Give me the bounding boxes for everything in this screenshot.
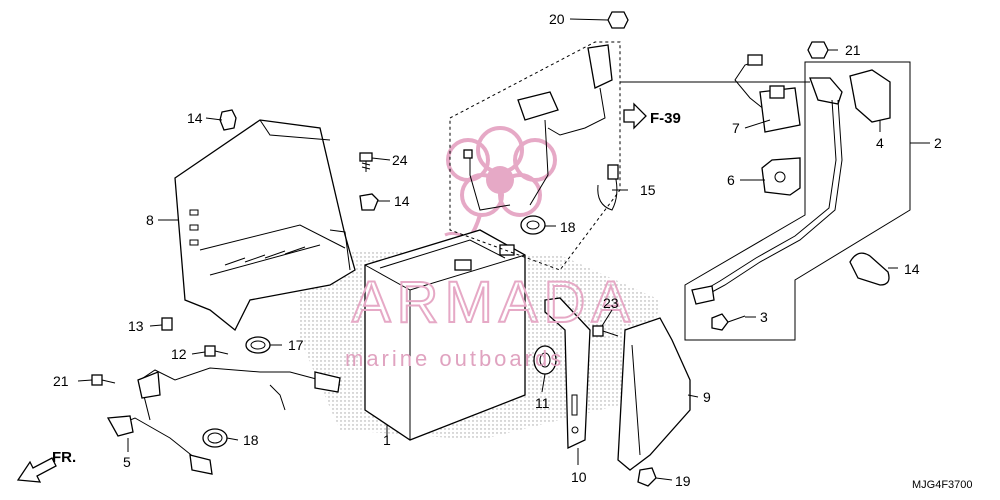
callout-12: 12 — [171, 346, 187, 362]
ground-wire — [106, 367, 341, 475]
callout-9: 9 — [703, 389, 711, 405]
clip-14-middle — [359, 193, 379, 211]
bolt-23 — [592, 325, 619, 337]
bolt-22 — [91, 374, 116, 386]
starter-relay — [734, 54, 801, 133]
cushion-11 — [533, 345, 557, 375]
band-17 — [245, 336, 271, 354]
callout-18: 18 — [243, 432, 259, 448]
nut-13 — [161, 317, 173, 331]
callout-17: 17 — [288, 337, 304, 353]
watermark-brand: ARMADA — [352, 270, 636, 335]
callout-4: 4 — [876, 135, 884, 151]
battery — [364, 229, 526, 441]
band-18 — [202, 428, 228, 448]
band-15 — [849, 252, 890, 286]
nut-21-right — [807, 41, 829, 59]
stay-bracket — [544, 297, 591, 450]
relay-cover — [761, 157, 801, 196]
reference-arrow: F-39 — [623, 102, 681, 130]
sub-harness-16 — [597, 164, 619, 211]
cable-clip-19 — [520, 215, 546, 235]
callout-11: 11 — [535, 395, 550, 411]
callout-6: 6 — [727, 172, 735, 188]
front-direction-arrow: FR. — [16, 449, 76, 483]
callout-1: 1 — [383, 432, 391, 448]
callout-20: 19 — [675, 473, 691, 489]
callout-numbers: 20 21 2 4 7 6 8 14 24 14 15 18 14 3 13 1… — [53, 11, 942, 489]
callout-10: 10 — [571, 469, 587, 485]
callout-13: 13 — [128, 318, 144, 334]
callout-2: 2 — [934, 135, 942, 151]
callout-23: 23 — [603, 295, 619, 311]
callout-14-top: 14 — [187, 110, 203, 126]
nut-21-top — [607, 11, 629, 29]
callout-14-middle: 14 — [394, 193, 410, 209]
bolt-20 — [637, 467, 657, 487]
diagram-code: MJG4F3700 — [912, 479, 973, 491]
bolt-3 — [711, 313, 746, 331]
clip-14-top — [219, 109, 237, 131]
direction-label: FR. — [52, 449, 76, 466]
negative-cable — [691, 77, 843, 305]
callout-7: 7 — [732, 120, 740, 136]
callout-3: 3 — [760, 309, 768, 325]
callout-21-top: 20 — [549, 11, 565, 27]
bolt-24 — [359, 152, 373, 172]
reference-label: F-39 — [650, 110, 681, 127]
callout-5: 5 — [123, 454, 131, 470]
callout-21-right: 21 — [845, 42, 861, 58]
callout-22: 21 — [53, 373, 69, 389]
cover-plate — [617, 317, 691, 471]
callout-8: 8 — [146, 212, 154, 228]
callout-15: 14 — [904, 261, 920, 277]
watermark-tagline: marine outboards — [345, 346, 564, 371]
terminal-cover — [849, 69, 891, 123]
battery-case — [174, 119, 356, 332]
callout-24: 24 — [392, 152, 408, 168]
leader-lines — [77, 18, 930, 481]
callout-16: 15 — [640, 182, 656, 198]
bolt-12 — [204, 345, 229, 357]
callout-19: 18 — [560, 219, 576, 235]
positive-cable — [463, 44, 613, 211]
negative-cable-outline — [684, 61, 911, 341]
